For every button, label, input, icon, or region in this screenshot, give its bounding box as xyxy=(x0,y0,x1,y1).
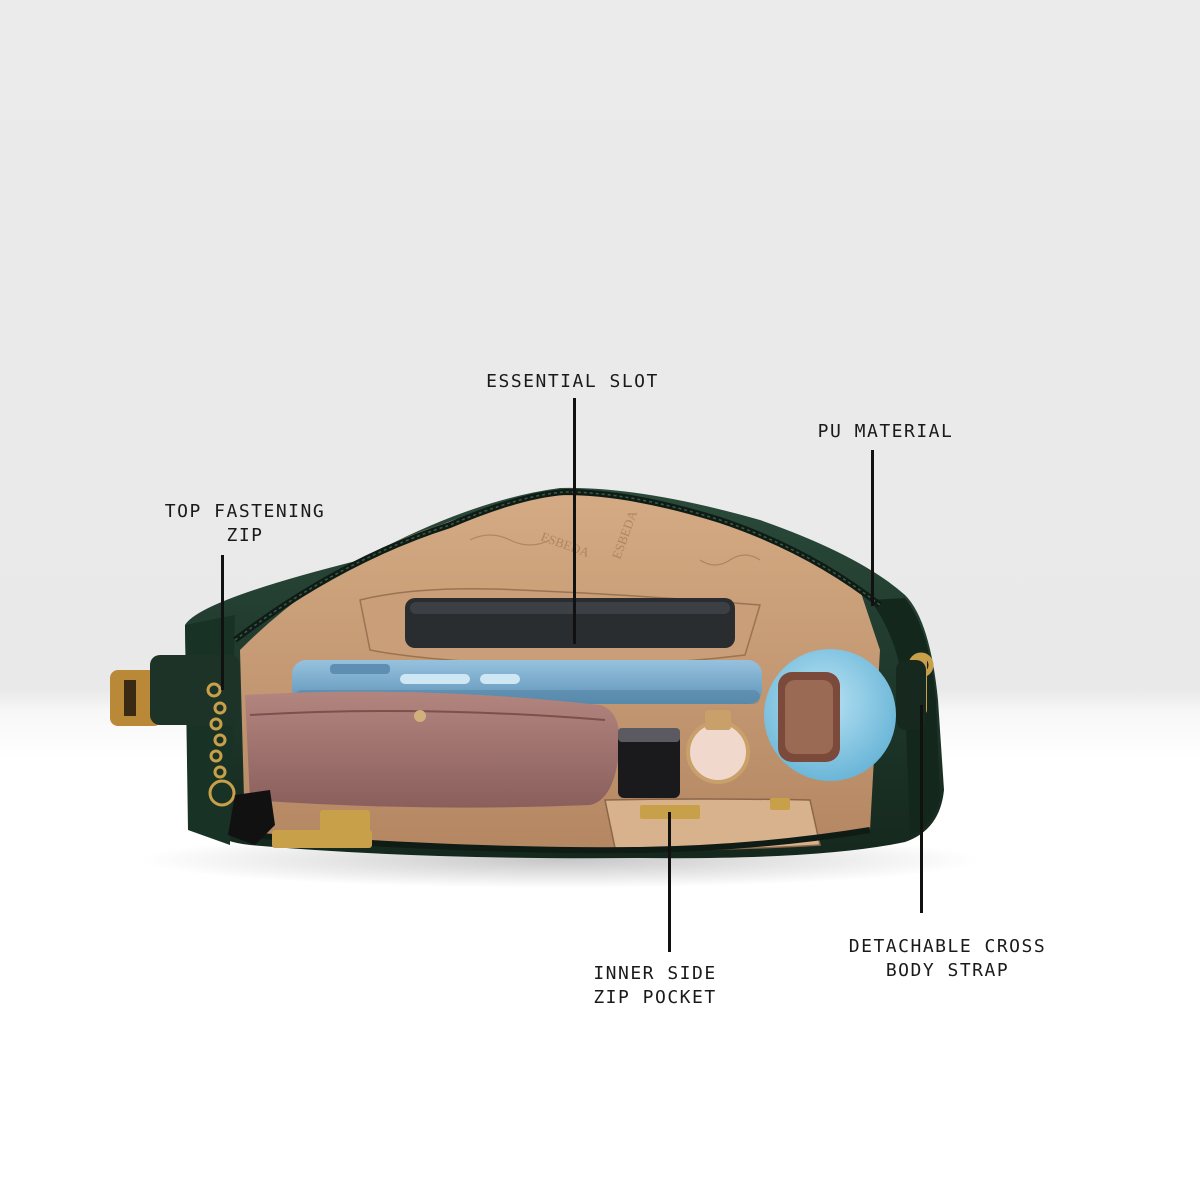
wallet xyxy=(245,691,620,808)
callout-inner-pocket-line2: ZIP POCKET xyxy=(593,987,717,1008)
callout-inner-pocket: INNER SIDE ZIP POCKET xyxy=(570,962,740,1010)
callout-strap-line2: BODY STRAP xyxy=(885,960,1010,981)
callout-strap-line1: DETACHABLE CROSS xyxy=(848,936,1047,957)
lipstick xyxy=(618,728,680,798)
callout-top-zip-line2: ZIP xyxy=(226,525,264,546)
leader-pu-material xyxy=(871,450,874,606)
callout-essential-slot-line1: ESSENTIAL SLOT xyxy=(486,371,659,392)
callout-pu-material-line1: PU MATERIAL xyxy=(817,421,954,442)
leader-top-zip xyxy=(221,555,224,690)
leader-strap xyxy=(920,705,923,913)
callout-pu-material: PU MATERIAL xyxy=(798,420,973,444)
compact xyxy=(686,720,750,784)
tassel xyxy=(228,790,275,845)
callout-top-zip: TOP FASTENING ZIP xyxy=(145,500,345,548)
callout-inner-pocket-line1: INNER SIDE xyxy=(593,963,717,984)
zip-puller xyxy=(206,682,236,807)
strap-attachment xyxy=(896,660,926,730)
leader-inner-pocket xyxy=(668,812,671,952)
callout-essential-slot: ESSENTIAL SLOT xyxy=(470,370,675,394)
bag-side-panel xyxy=(185,615,235,845)
leader-essential-slot xyxy=(573,398,576,644)
bottom-zip xyxy=(244,827,871,854)
callout-strap: DETACHABLE CROSS BODY STRAP xyxy=(830,935,1065,983)
callout-top-zip-line1: TOP FASTENING xyxy=(164,501,326,522)
